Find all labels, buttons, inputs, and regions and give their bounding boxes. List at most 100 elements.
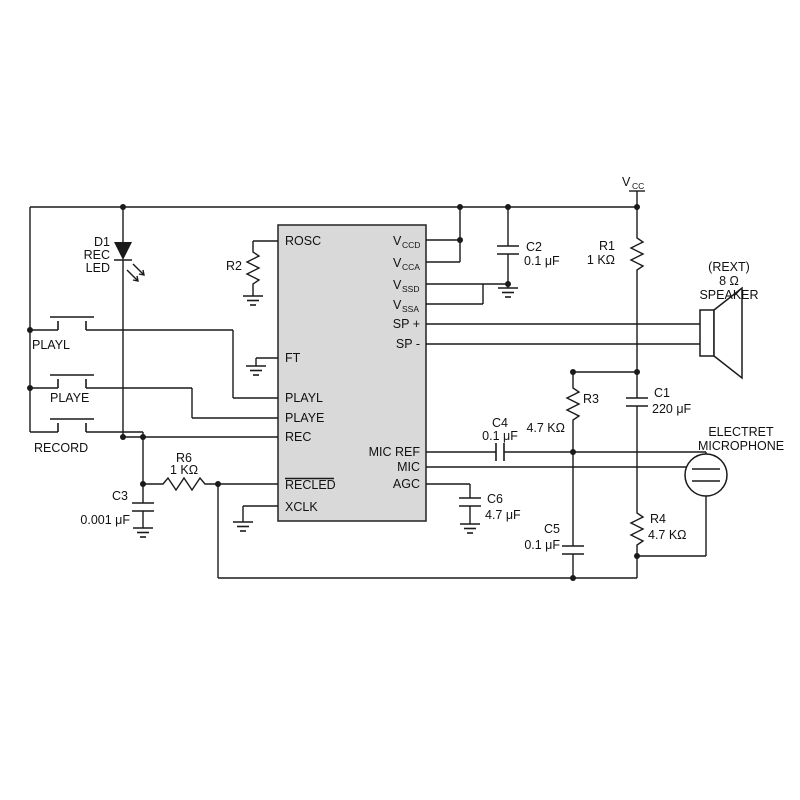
capacitor-c3: C3 0.001 μF bbox=[80, 484, 154, 528]
pin-label-playl: PLAYL bbox=[285, 391, 323, 405]
bottom-loop-wires bbox=[217, 484, 637, 579]
r6-ref-label: R6 bbox=[176, 451, 192, 465]
pin-label-vssa: V SSA bbox=[393, 298, 419, 314]
ground-ft bbox=[246, 365, 266, 376]
led-symbol bbox=[114, 242, 132, 260]
ground-xclk bbox=[233, 521, 253, 532]
junction-dot bbox=[457, 204, 463, 210]
pin-label-sp-plus: SP + bbox=[393, 317, 420, 331]
junction-dot bbox=[505, 281, 511, 287]
rec-led: D1 REC LED bbox=[84, 207, 145, 437]
junction-dot bbox=[140, 434, 146, 440]
r1-ref-label: R1 bbox=[599, 239, 615, 253]
junction-dots bbox=[27, 204, 640, 581]
ground-r2 bbox=[243, 295, 263, 306]
vcc-pin-wires bbox=[426, 207, 461, 263]
led-rec-label: REC bbox=[84, 248, 110, 262]
vssa-main: V bbox=[393, 298, 402, 312]
electret-microphone: ELECTRET MICROPHONE bbox=[637, 425, 784, 557]
c5-ref-label: C5 bbox=[544, 522, 560, 536]
speaker-label: SPEAKER bbox=[699, 288, 758, 302]
pin-label-rosc: ROSC bbox=[285, 234, 321, 248]
junction-dot bbox=[120, 434, 126, 440]
pin-label-rec: REC bbox=[285, 430, 311, 444]
mic-label-microphone: MICROPHONE bbox=[698, 439, 784, 453]
microphone-body bbox=[684, 453, 728, 497]
c3-ref-label: C3 bbox=[112, 489, 128, 503]
led-emission-arrows bbox=[126, 263, 145, 282]
pin-label-xclk: XCLK bbox=[285, 500, 318, 514]
speaker: (REXT) 8 Ω SPEAKER bbox=[426, 260, 759, 380]
vcca-sub: CCA bbox=[402, 262, 420, 272]
pin-label-vssd: V SSD bbox=[393, 278, 419, 294]
pin-label-vcca: V CCA bbox=[393, 256, 420, 272]
pin-label-recled: RECLED bbox=[285, 478, 336, 492]
led-ref-label: D1 bbox=[94, 235, 110, 249]
playe-button-label: PLAYE bbox=[50, 391, 89, 405]
r3-value-label: 4.7 KΩ bbox=[526, 421, 565, 435]
c4-value-label: 0.1 μF bbox=[482, 429, 518, 443]
c6-ref-label: C6 bbox=[487, 492, 503, 506]
vccd-sub: CCD bbox=[402, 240, 420, 250]
pin-label-agc: AGC bbox=[393, 477, 420, 491]
pin-label-sp-minus: SP - bbox=[396, 337, 420, 351]
vcca-main: V bbox=[393, 256, 402, 270]
record-button: RECORD bbox=[30, 418, 144, 484]
speaker-body bbox=[699, 309, 715, 357]
record-button-label: RECORD bbox=[34, 441, 88, 455]
mic-label-electret: ELECTRET bbox=[708, 425, 774, 439]
power-rails: V CC bbox=[29, 175, 645, 432]
c2-ref-label: C2 bbox=[526, 240, 542, 254]
ic-chip: ROSC FT PLAYL PLAYE REC RECLED XCLK V CC… bbox=[277, 224, 427, 522]
pin-label-ft: FT bbox=[285, 351, 301, 365]
vss-pin-wires bbox=[426, 283, 508, 305]
playl-button: PLAYL bbox=[30, 316, 278, 399]
junction-dot bbox=[505, 204, 511, 210]
vssd-main: V bbox=[393, 278, 402, 292]
c5-value-label: 0.1 μF bbox=[524, 538, 560, 552]
junction-dot bbox=[140, 481, 146, 487]
c2-value-label: 0.1 μF bbox=[524, 254, 560, 268]
c4-ref-label: C4 bbox=[492, 416, 508, 430]
r4-ref-label: R4 bbox=[650, 512, 666, 526]
ground-symbols bbox=[133, 287, 518, 538]
ground-c2 bbox=[498, 287, 518, 298]
pin-label-mic: MIC bbox=[397, 460, 420, 474]
capacitor-c2: C2 0.1 μF bbox=[497, 207, 560, 288]
vcc-sub-label: CC bbox=[632, 181, 644, 191]
playe-button: PLAYE bbox=[30, 374, 278, 419]
resistor-r6: R6 1 KΩ bbox=[143, 451, 278, 492]
capacitor-c1: C1 220 μF bbox=[626, 386, 692, 416]
c1-value-label: 220 μF bbox=[652, 402, 692, 416]
junction-dot bbox=[27, 327, 33, 333]
speaker-cone bbox=[713, 286, 743, 380]
resistor-r3: R3 4.7 KΩ bbox=[526, 372, 599, 546]
junction-dot bbox=[27, 385, 33, 391]
junction-dot bbox=[634, 369, 640, 375]
capacitor-c4: C4 0.1 μF bbox=[426, 416, 706, 461]
speaker-rext-label: (REXT) bbox=[708, 260, 750, 274]
pin-label-playe: PLAYE bbox=[285, 411, 324, 425]
ic-body bbox=[277, 224, 427, 522]
junction-dot bbox=[215, 481, 221, 487]
c6-value-label: 4.7 μF bbox=[485, 508, 521, 522]
r3-ref-label: R3 bbox=[583, 392, 599, 406]
junction-dot bbox=[634, 553, 640, 559]
ft-ground-wire bbox=[255, 357, 278, 366]
pin-label-mic-ref: MIC REF bbox=[369, 445, 421, 459]
led-led-label: LED bbox=[86, 261, 110, 275]
vssa-sub: SSA bbox=[402, 304, 419, 314]
vssd-sub: SSD bbox=[402, 284, 419, 294]
capacitor-c5: C5 0.1 μF bbox=[524, 522, 584, 578]
junction-dot bbox=[120, 204, 126, 210]
r2-ref-label: R2 bbox=[226, 259, 242, 273]
ground-c6 bbox=[460, 523, 480, 534]
vcc-label: V bbox=[622, 175, 631, 189]
playl-button-label: PLAYL bbox=[32, 338, 70, 352]
resistor-r2: R2 bbox=[226, 240, 278, 296]
resistor-r1: R1 1 KΩ bbox=[587, 191, 645, 398]
junction-dot bbox=[570, 575, 576, 581]
junction-dot bbox=[634, 204, 640, 210]
